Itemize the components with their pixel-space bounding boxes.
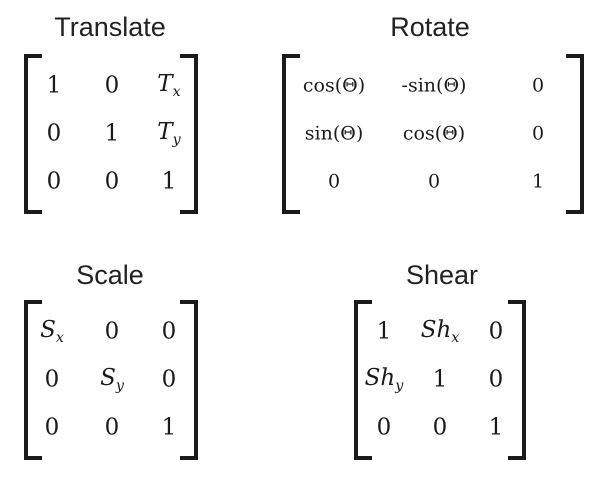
translate-cell-r1c2: 0	[104, 72, 120, 99]
left-bracket	[354, 300, 372, 460]
shear-title: Shear	[405, 260, 479, 290]
scale-cell-r2c1: 0	[44, 366, 60, 393]
translate-cell-r2c1: 0	[46, 120, 62, 147]
right-bracket	[508, 300, 526, 460]
rotate-matrix: cos(Θ) -sin(Θ) 0 sin(Θ) cos(Θ) 0 0 0 1	[282, 54, 584, 214]
scale-cell-r3c2: 0	[104, 414, 120, 441]
translate-cell-r1c1: 1	[46, 72, 62, 99]
rotate-cell-r2c1: sin(Θ)	[304, 122, 364, 145]
left-bracket	[282, 54, 300, 214]
shear-cell-r3c2: 0	[432, 414, 448, 441]
rotate-title: Rotate	[390, 12, 470, 42]
scale-cell-r3c3: 1	[161, 414, 177, 441]
shear-cell-r1c2: Shx	[420, 316, 460, 346]
translate-title: Translate	[54, 12, 166, 42]
scale-cell-r2c3: 0	[161, 366, 177, 393]
shear-cell-r2c1: Shy	[364, 364, 404, 394]
shear-cell-r3c1: 0	[376, 414, 392, 441]
scale-cell-r1c3: 0	[161, 318, 177, 345]
shear-cell-r2c3: 0	[488, 366, 504, 393]
translate-cell-r3c2: 0	[104, 168, 120, 195]
rotate-cell-r2c2: cos(Θ)	[402, 122, 466, 145]
rotate-cell-r1c1: cos(Θ)	[302, 74, 366, 97]
scale-title: Scale	[76, 260, 144, 290]
rotate-cell-r1c2: -sin(Θ)	[401, 74, 467, 97]
translate-cell-r2c3: Ty	[157, 118, 181, 148]
translate-cell-r3c3: 1	[161, 168, 177, 195]
scale-cell-r1c1: Sx	[40, 316, 64, 346]
shear-cell-r1c1: 1	[376, 318, 392, 345]
shear-cell-r1c3: 0	[488, 318, 504, 345]
scale-cell-r3c1: 0	[44, 414, 60, 441]
shear-cell-r2c2: 1	[432, 366, 448, 393]
right-bracket	[180, 54, 198, 214]
rotate-cell-r3c2: 0	[427, 170, 441, 193]
rotate-cell-r2c3: 0	[531, 122, 545, 145]
scale-cell-r1c2: 0	[104, 318, 120, 345]
left-bracket	[24, 300, 42, 460]
shear-cell-r3c3: 1	[488, 414, 504, 441]
rotate-cell-r3c1: 0	[327, 170, 341, 193]
right-bracket	[566, 54, 584, 214]
translate-cell-r1c3: Tx	[157, 70, 181, 100]
scale-cell-r2c2: Sy	[100, 364, 124, 394]
left-bracket	[24, 54, 42, 214]
translate-cell-r2c2: 1	[104, 120, 120, 147]
rotate-cell-r1c3: 0	[531, 74, 545, 97]
translate-cell-r3c1: 0	[46, 168, 62, 195]
right-bracket	[180, 300, 198, 460]
rotate-cell-r3c3: 1	[531, 170, 545, 193]
